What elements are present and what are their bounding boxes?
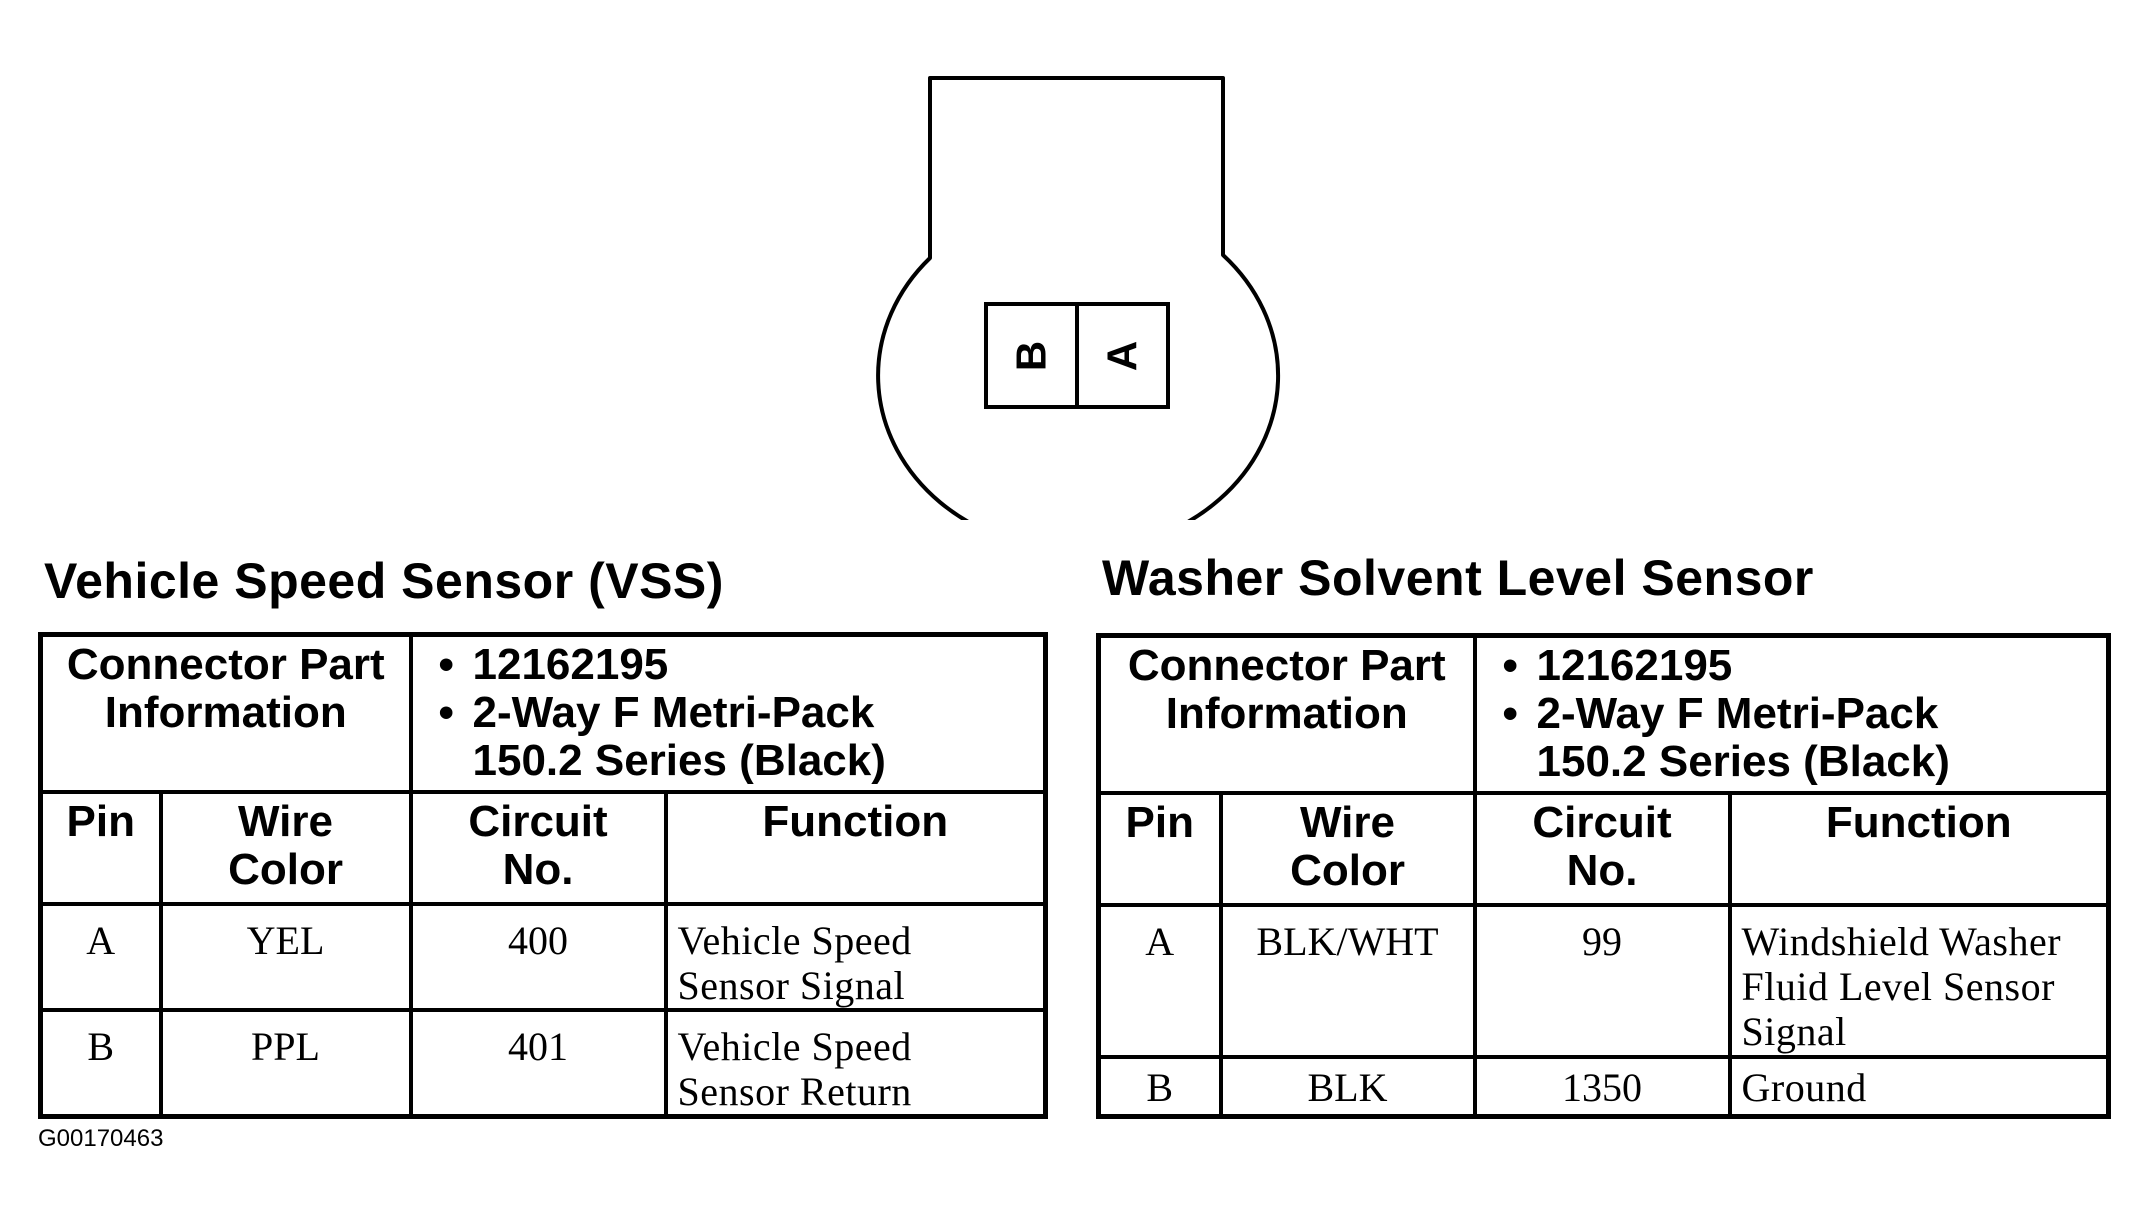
- bullet-icon: •: [438, 688, 454, 737]
- connector-part-info-label: Connector Part Information: [38, 632, 413, 794]
- washer-section-title: Washer Solvent Level Sensor: [1102, 550, 1814, 606]
- pin-cavity-a: [1075, 302, 1170, 409]
- circuit-no-cell: 99: [1472, 902, 1732, 1059]
- connector-part-info-label: Connector Part Information: [1096, 633, 1477, 795]
- bullet-icon: •: [1502, 689, 1518, 738]
- washer-pinout-table: Connector Part Information •12162195 •2-…: [1096, 633, 2112, 1119]
- function-column-header: Function: [663, 789, 1048, 906]
- pin-cell: B: [1096, 1054, 1223, 1119]
- pin-cell: B: [38, 1007, 163, 1118]
- vss-pinout-table: Connector Part Information •12162195 •2-…: [38, 632, 1049, 1119]
- pin-label-a: A: [1099, 341, 1146, 371]
- wire-color-cell: BLK: [1218, 1054, 1477, 1119]
- connector-face-diagram: B A: [876, 76, 1281, 520]
- pin-column-header: Pin: [1096, 790, 1223, 907]
- connector-part-info-value: •12162195 •2-Way F Metri-Pack 150.2 Seri…: [1472, 633, 2111, 795]
- bullet-icon: •: [438, 640, 454, 689]
- table-row: B BLK 1350 Ground: [1096, 1054, 2111, 1119]
- bullet-icon: •: [1502, 641, 1518, 690]
- pin-column-header: Pin: [38, 789, 163, 906]
- pin-label-b: B: [1008, 341, 1055, 371]
- vss-section-title: Vehicle Speed Sensor (VSS): [44, 553, 724, 609]
- function-cell: Ground: [1727, 1054, 2111, 1119]
- wire-color-cell: BLK/WHT: [1218, 902, 1477, 1059]
- connector-housing-outline: [876, 76, 1281, 520]
- circuit-no-cell: 401: [408, 1007, 668, 1118]
- pin-cell: A: [38, 901, 163, 1012]
- pin-cell: A: [1096, 902, 1223, 1059]
- connector-part-info-value: •12162195 •2-Way F Metri-Pack 150.2 Seri…: [408, 632, 1048, 794]
- circuit-no-cell: 1350: [1472, 1054, 1732, 1119]
- function-column-header: Function: [1727, 790, 2111, 907]
- pin-cavity-b: [984, 302, 1079, 409]
- wire-color-cell: PPL: [158, 1007, 413, 1118]
- connector-info-row: Connector Part Information •12162195 •2-…: [38, 632, 1048, 794]
- figure-id: G00170463: [38, 1125, 164, 1152]
- circuit-no-cell: 400: [408, 901, 668, 1012]
- connector-info-row: Connector Part Information •12162195 •2-…: [1096, 633, 2111, 795]
- wire-color-cell: YEL: [158, 901, 413, 1012]
